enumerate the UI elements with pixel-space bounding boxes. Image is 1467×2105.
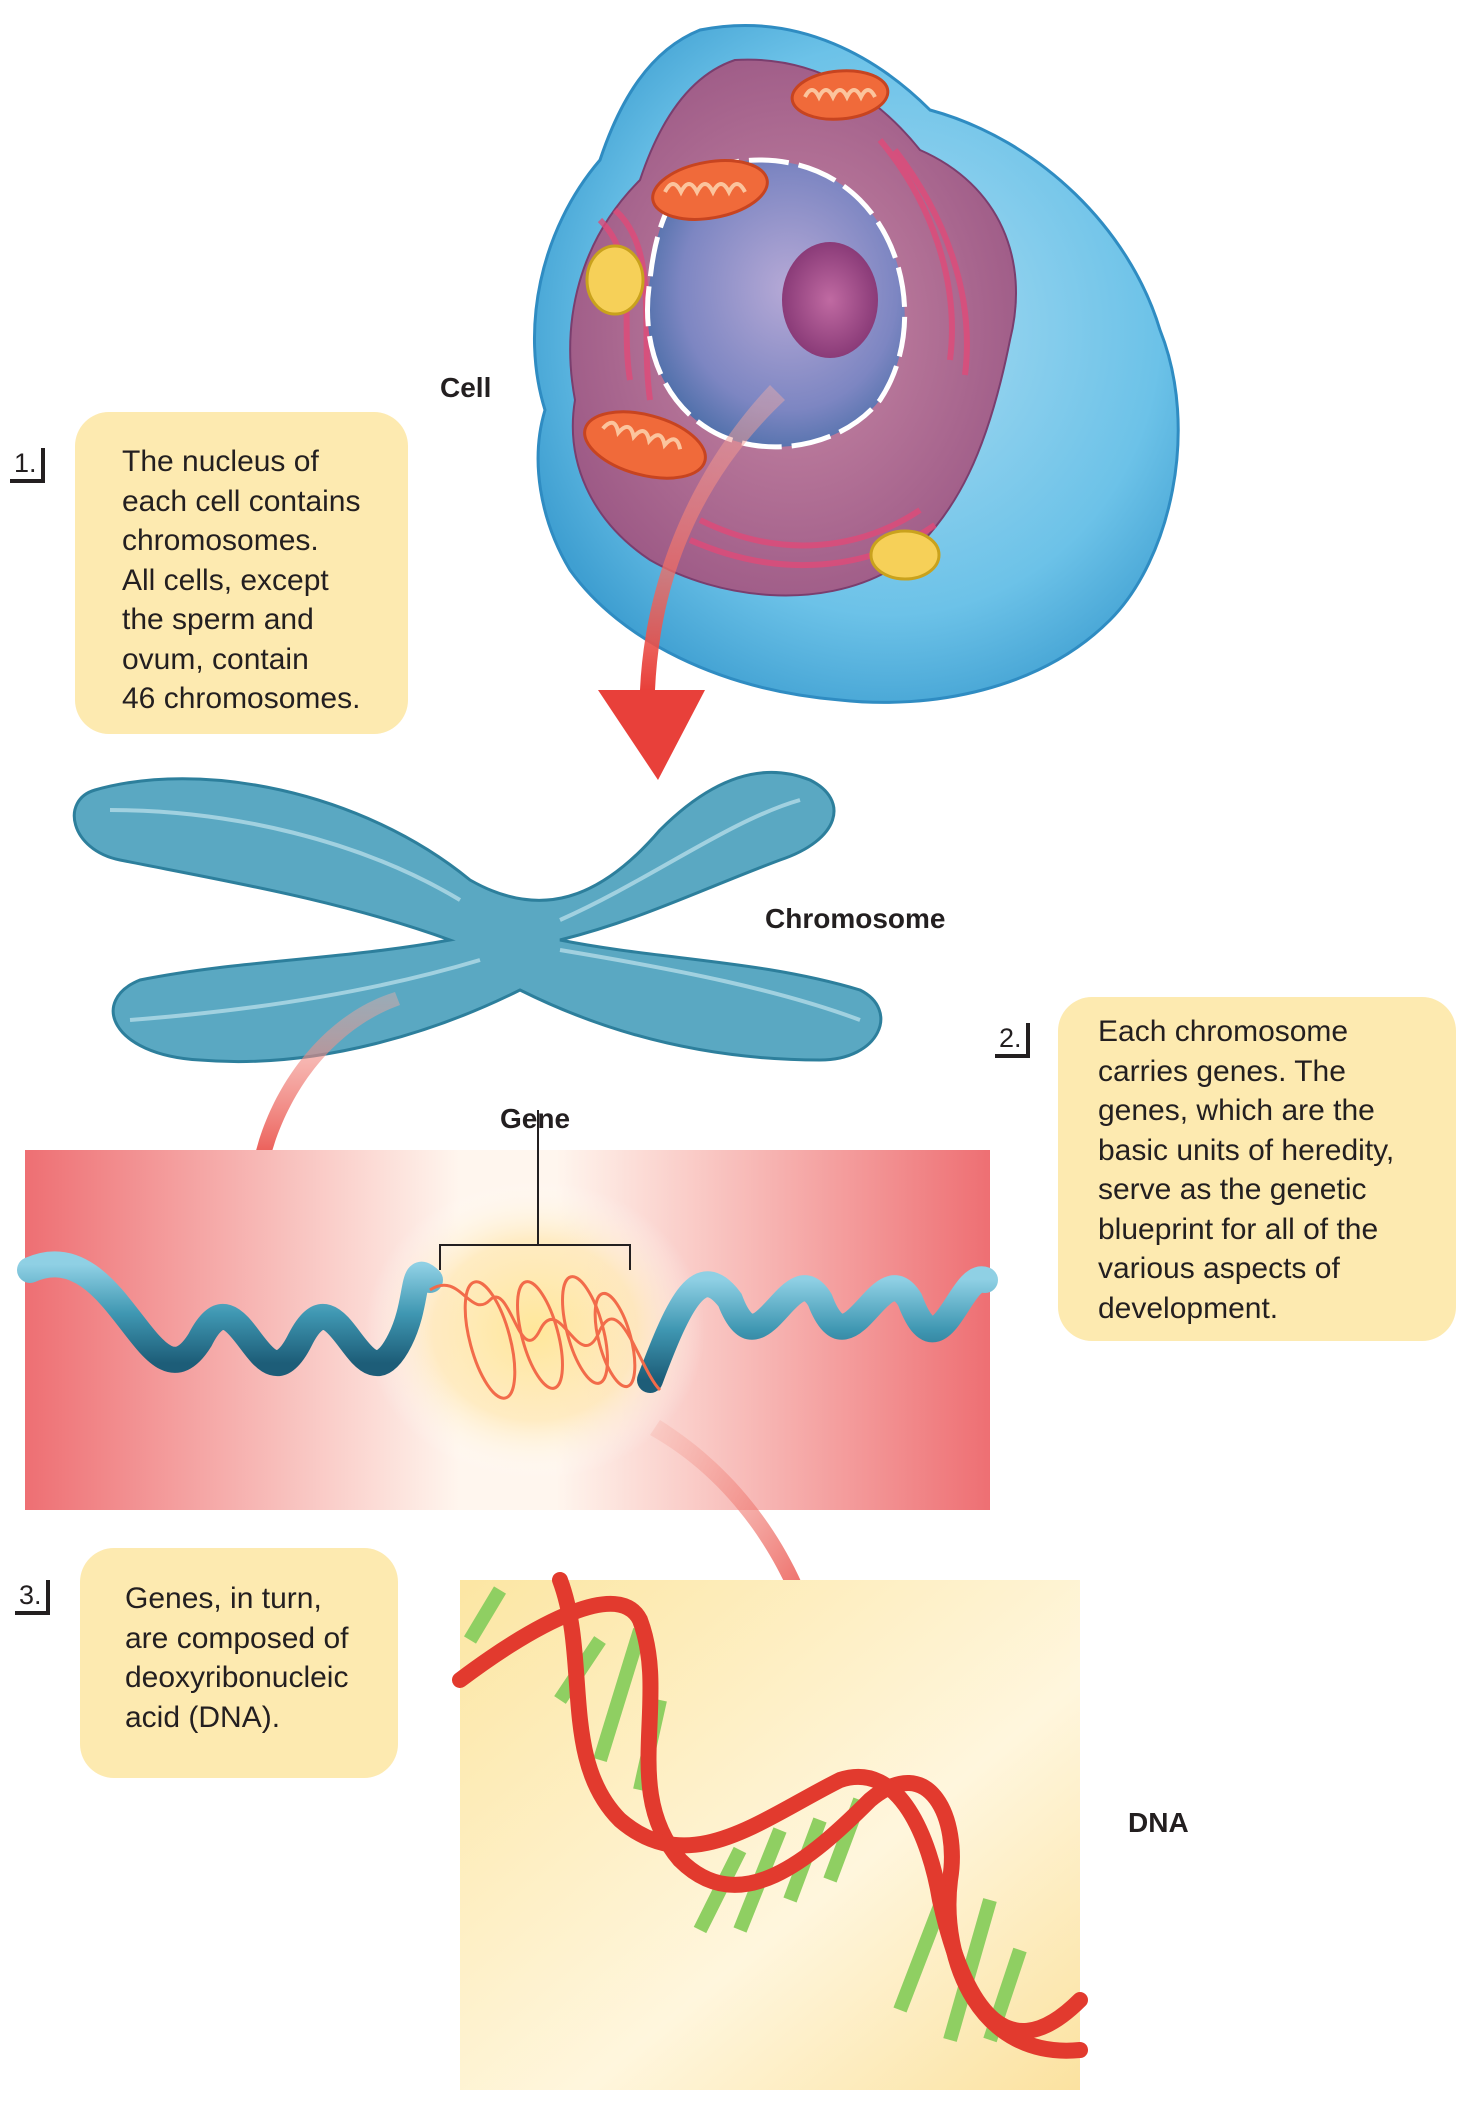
callout-3-line: deoxyribonucleic [125,1661,349,1694]
chromosome-illustration [72,770,883,1064]
callout-box-2: Each chromosome carries genes. The genes… [1058,997,1456,1341]
callout-2-line: basic units of heredity, [1098,1133,1395,1167]
gene-label: Gene [500,1103,571,1134]
callout-2-line: Each chromosome [1098,1015,1349,1048]
callout-2-line: blueprint for all of the [1098,1212,1379,1246]
callout-2-line: serve as the genetic [1098,1173,1367,1206]
callout-box-1: The nucleus of each cell contains chromo… [75,412,408,734]
callout-2-line: development. [1098,1291,1279,1325]
callout-1-line: All cells, except [122,563,329,597]
callout-1-line: the sperm and [122,603,314,636]
callout-3-line: Genes, in turn, [125,1582,322,1615]
step-number-3: 3. [15,1580,50,1615]
dna-label: DNA [1128,1807,1189,1838]
callout-1-line: each cell contains [122,484,361,518]
callout-2-line: genes, which are the [1098,1094,1375,1127]
callout-2-line: carries genes. The [1098,1054,1346,1088]
callout-1-line: 46 chromosomes. [122,682,361,715]
callout-3-line: are composed of [125,1621,349,1655]
chromosome-label: Chromosome [765,903,946,934]
arrow-cell-to-chromosome [598,385,785,780]
step-number-1: 1. [10,448,45,483]
dna-panel [452,1572,1088,2090]
cell-illustration [532,24,1180,704]
callout-3-line: acid (DNA). [125,1700,281,1734]
callout-2-line: various aspects of [1098,1252,1340,1285]
callout-1-line: chromosomes. [122,524,319,557]
cell-label: Cell [440,372,492,403]
callout-1-line: ovum, contain [122,642,309,676]
callout-1-line: The nucleus of [122,445,319,478]
callout-box-3: Genes, in turn, are composed of deoxyrib… [80,1548,398,1778]
gene-panel [17,1110,998,1510]
step-number-2: 2. [995,1023,1030,1058]
